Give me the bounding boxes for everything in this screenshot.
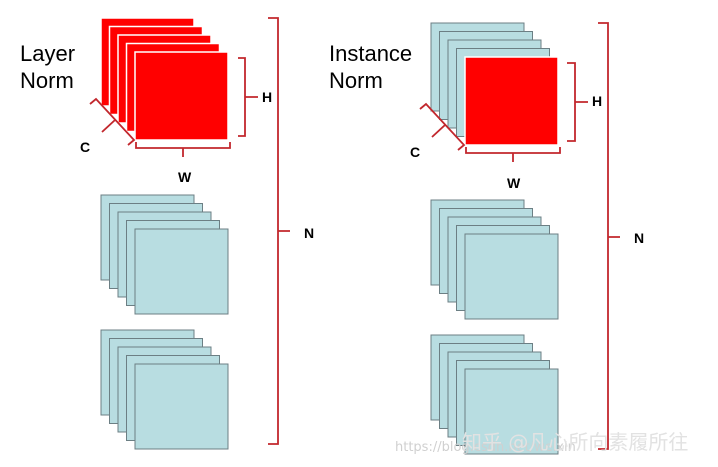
layer-norm-w-bracket xyxy=(135,142,231,157)
instance-norm-c-bracket xyxy=(419,102,466,151)
layer-norm-label-n: N xyxy=(304,225,315,241)
instance-norm-w-bracket xyxy=(465,147,561,162)
layer-norm-label-w: W xyxy=(178,169,192,185)
layer-norm-sample-2-sheet-5 xyxy=(134,228,229,315)
layer-norm-title-line2: Norm xyxy=(20,68,74,93)
layer-norm-h-bracket xyxy=(238,57,258,137)
instance-norm-title-line2: Norm xyxy=(329,68,383,93)
layer-norm-label-h: H xyxy=(262,89,273,105)
watermark-brand: 知乎 @凡心所向素履所往 xyxy=(462,430,689,454)
layer-norm-n-bracket xyxy=(268,17,290,445)
instance-norm-label-c: C xyxy=(410,144,421,160)
instance-norm-h-bracket xyxy=(567,62,588,142)
watermark-url: https://blog.csdn.net/weixin xyxy=(395,440,576,455)
layer-norm-sample-3-sheet-5 xyxy=(134,363,229,450)
instance-norm-label-h: H xyxy=(592,93,603,109)
instance-norm-highlighted-sample-sheet-5 xyxy=(464,56,559,146)
layer-norm-label-c: C xyxy=(80,139,91,155)
instance-norm-title-line1: Instance xyxy=(329,41,413,66)
layer-norm-highlighted-sample-sheet-5 xyxy=(134,51,229,141)
instance-norm-sample-3-sheet-5 xyxy=(464,368,559,455)
instance-norm-sample-2-sheet-5 xyxy=(464,233,559,320)
layer-norm-title: Layer Norm xyxy=(20,40,75,94)
layer-norm-c-bracket xyxy=(89,97,136,146)
instance-norm-label-n: N xyxy=(634,230,645,246)
instance-norm-label-w: W xyxy=(507,175,521,191)
instance-norm-title: Instance Norm xyxy=(329,40,412,94)
instance-norm-n-bracket xyxy=(598,22,620,450)
layer-norm-title-line1: Layer xyxy=(20,41,76,66)
